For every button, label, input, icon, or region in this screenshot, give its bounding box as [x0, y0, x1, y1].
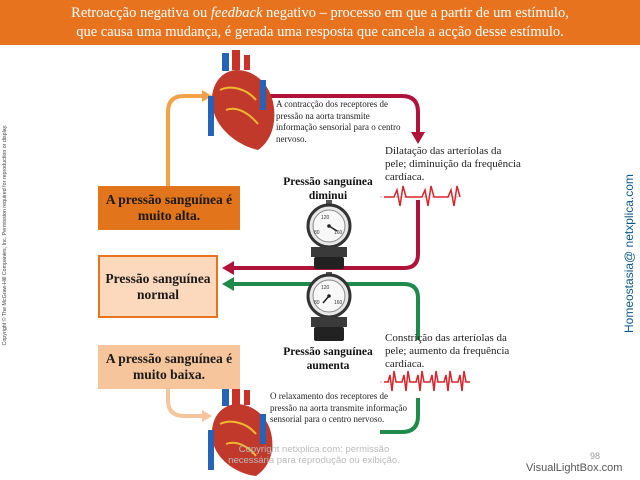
top-heart-image	[208, 50, 275, 150]
gauge-tick: 120	[321, 215, 330, 221]
text-constriction: Constrição das arteríolas da pele; aumen…	[385, 332, 510, 370]
title-line-2: que causa uma mudança, é gerada uma resp…	[76, 24, 564, 40]
text-dilation: Dilatação das arteríolas da pele; diminu…	[385, 145, 521, 183]
green-arrow-up	[222, 277, 420, 340]
gauge-tick: 120	[321, 285, 330, 291]
gauge-tick: 80	[314, 300, 320, 306]
gauge-tick: 160	[334, 230, 343, 236]
text-bottom-receptors: O relaxamento dos receptores de pressão …	[270, 391, 407, 424]
ecg-trace-upper	[380, 185, 461, 207]
title-line-1: Retroacção negativa ou feedback negativo…	[71, 5, 569, 21]
bottom-heart-image	[208, 385, 273, 476]
label-pressure-decreases: Pressão sanguínea diminui	[283, 176, 373, 202]
pressure-gauge-lower: 120 80 160	[306, 272, 352, 341]
orange-arrow-up	[166, 90, 212, 186]
ecg-trace-lower	[380, 370, 470, 392]
crimson-arrow-top	[268, 94, 425, 144]
pressure-gauge-upper: 120 80 160	[306, 200, 352, 269]
text-top-receptors: A contracção dos receptores de pressão n…	[276, 99, 401, 144]
orange-arrow-down	[166, 389, 212, 422]
page-number: 98	[590, 451, 601, 461]
green-arrow-bottom	[380, 398, 420, 434]
title-banner: Retroacção negativa ou feedback negativo…	[0, 0, 640, 45]
crimson-arrow-return	[222, 200, 420, 275]
brand-link[interactable]: VisualLightBox.com	[526, 462, 623, 474]
footer-copyright-watermark: Copyright netxplica.com: permissão neces…	[228, 444, 400, 466]
box-pressure-low: A pressão sanguínea é muito baixa.	[98, 345, 240, 389]
label-pressure-increases: Pressão sanguínea aumenta	[283, 346, 373, 372]
box-pressure-high: A pressão sanguínea é muito alta.	[98, 186, 240, 230]
gauge-tick: 80	[314, 230, 320, 236]
gauge-tick: 160	[334, 300, 343, 306]
box-pressure-normal: Pressão sanguínea normal	[98, 255, 218, 318]
